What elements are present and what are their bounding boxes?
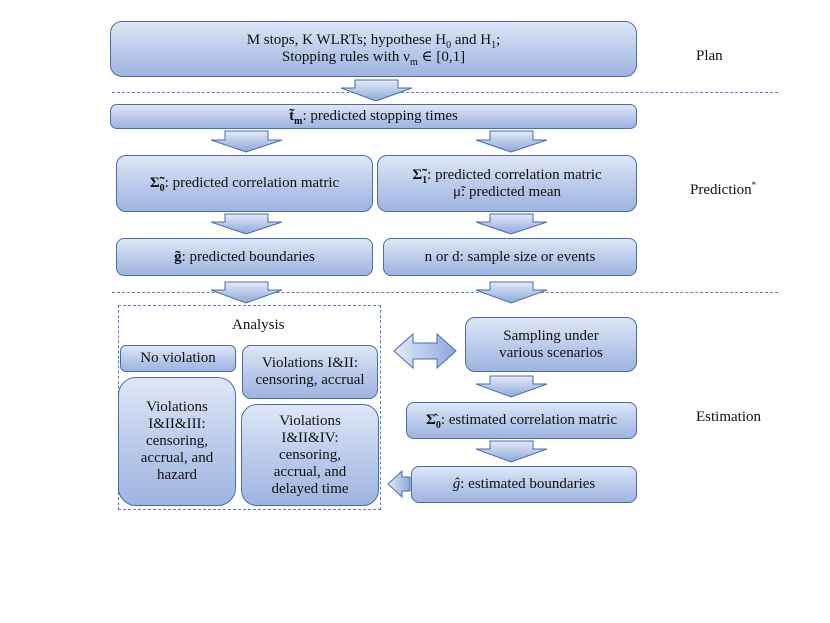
- arrow-sigma1-to-samplesize: [475, 213, 548, 235]
- stopping-times-text: t̃m: predicted stopping times: [289, 108, 458, 127]
- sigma1-predicted-line2: μ̃: predicted mean: [453, 183, 561, 200]
- estimated-boundaries-text: ĝ: estimated boundaries: [452, 476, 596, 492]
- plan-box-line2: Stopping rules with νm ∈ [0,1]: [281, 49, 466, 68]
- violations-1-2-4-line1: Violations: [279, 412, 341, 429]
- arrow-times-to-sigma1: [475, 130, 548, 153]
- arrow-estimated-corr-to-boundaries: [475, 440, 548, 463]
- violations-1-2-4-line4: accrual, and: [273, 463, 347, 480]
- section-label-plan: Plan: [696, 48, 723, 64]
- violations-1-2-box: Violations I&II: censoring, accrual: [242, 345, 378, 399]
- sampling-line2: various scenarios: [499, 344, 603, 361]
- arrow-times-to-sigma0: [210, 130, 283, 153]
- arrow-sigma0-to-boundaries: [210, 213, 283, 235]
- sigma0-predicted-text: Σ̃0: predicted correlation matric: [149, 175, 340, 194]
- violations-1-2-4-line2: I&II&IV:: [281, 429, 339, 446]
- arrow-sampling-to-estimated-corr: [475, 375, 548, 398]
- violations-1-2-3-line2: I&II&III:: [148, 416, 206, 432]
- violations-1-2-3-line1: Violations: [146, 399, 208, 415]
- arrow-analysis-sampling-double: [393, 332, 457, 370]
- arrow-boundaries-to-analysis: [210, 281, 283, 304]
- plan-prediction-divider: [112, 92, 778, 93]
- violations-1-2-3-line4: accrual, and: [140, 450, 214, 466]
- violations-1-2-4-line5: delayed time: [271, 480, 349, 497]
- analysis-title: Analysis: [232, 317, 285, 333]
- section-label-estimation: Estimation: [696, 409, 761, 425]
- sigma1-predicted-line1: Σ̃1: predicted correlation matric: [412, 166, 602, 186]
- section-label-prediction: Prediction*: [690, 180, 757, 198]
- sampling-line1: Sampling under: [503, 327, 599, 344]
- violations-1-2-4-line3: censoring,: [278, 446, 342, 463]
- violations-1-2-4-box: Violations I&II&IV: censoring, accrual, …: [241, 404, 379, 506]
- violations-1-2-3-box: Violations I&II&III: censoring, accrual,…: [118, 377, 236, 506]
- sample-size-box: n or d: sample size or events: [383, 238, 637, 276]
- violations-1-2-3-line5: hazard: [157, 467, 197, 483]
- violations-1-2-3-line3: censoring,: [145, 433, 209, 449]
- no-violation-box: No violation: [120, 345, 236, 372]
- sigma0-predicted-box: Σ̃0: predicted correlation matric: [116, 155, 373, 212]
- estimated-corr-box: Σ̂0: estimated correlation matric: [406, 402, 637, 439]
- prediction-estimation-divider: [112, 292, 778, 293]
- predicted-boundaries-text: g̃: predicted boundaries: [174, 248, 315, 265]
- sampling-box: Sampling under various scenarios: [465, 317, 637, 372]
- estimated-corr-text: Σ̂0: estimated correlation matric: [426, 412, 617, 431]
- plan-box-line1: M stops, K WLRTs; hypothese H0 and H1;: [246, 32, 501, 51]
- violations-1-2-line1: Violations I&II:: [261, 355, 359, 371]
- sample-size-text: n or d: sample size or events: [424, 248, 596, 265]
- arrow-plan-to-times: [340, 79, 413, 102]
- plan-box: M stops, K WLRTs; hypothese H0 and H1; S…: [110, 21, 637, 77]
- estimated-boundaries-box: ĝ: estimated boundaries: [411, 466, 637, 503]
- arrow-samplesize-to-sampling: [475, 281, 548, 304]
- sigma1-predicted-box: Σ̃1: predicted correlation matric μ̃: pr…: [377, 155, 637, 212]
- no-violation-text: No violation: [140, 350, 216, 366]
- predicted-boundaries-box: g̃: predicted boundaries: [116, 238, 373, 276]
- violations-1-2-line2: censoring, accrual: [255, 372, 365, 388]
- stopping-times-box: t̃m: predicted stopping times: [110, 104, 637, 129]
- arrow-estimated-boundaries-to-analysis: [387, 469, 411, 499]
